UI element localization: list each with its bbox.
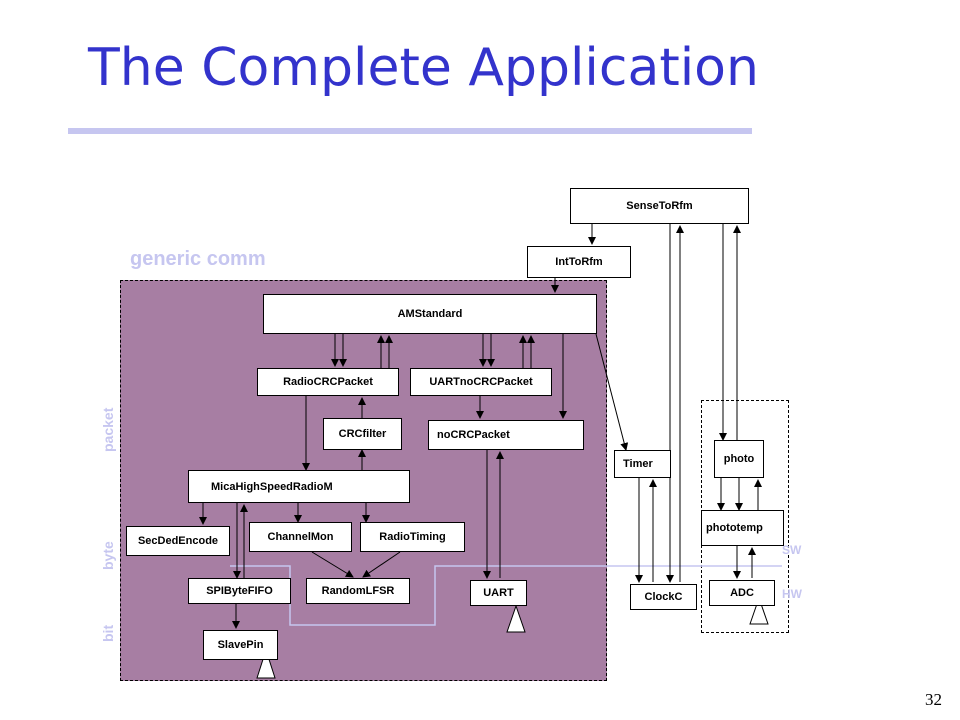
sw-label: SW — [782, 543, 802, 557]
radio-timing-component: RadioTiming — [360, 522, 465, 552]
timer-component: Timer — [614, 450, 671, 478]
radio-hardware-triangle — [256, 648, 276, 679]
uart-hardware-triangle — [506, 604, 526, 633]
spi-byte-fifo-component: SPIByteFIFO — [188, 578, 291, 604]
uart-component: UART — [470, 580, 527, 606]
uart-no-crc-packet-component: UARTnoCRCPacket — [410, 368, 552, 396]
hw-label: HW — [782, 587, 802, 601]
adc-hardware-triangle — [749, 596, 769, 625]
channel-mon-component: ChannelMon — [249, 522, 352, 552]
int-to-rfm-component: IntToRfm — [527, 246, 631, 278]
am-standard-component: AMStandard — [263, 294, 597, 334]
slide-title: The Complete Application — [88, 38, 759, 98]
sec-ded-encode-component: SecDedEncode — [126, 526, 230, 556]
crc-filter-component: CRCfilter — [323, 418, 402, 450]
mica-high-speed-radio-m-component: MicaHighSpeedRadioM — [188, 470, 410, 503]
sw-hw-boundary-line — [230, 565, 782, 626]
clock-c-component: ClockC — [630, 584, 697, 610]
generic-comm-label: generic comm — [130, 248, 266, 270]
photo-component: photo — [714, 440, 764, 478]
adc-component: ADC — [709, 580, 775, 606]
page-number: 32 — [925, 690, 942, 709]
sense-to-rfm-component: SenseToRfm — [570, 188, 749, 224]
random-lfsr-component: RandomLFSR — [306, 578, 410, 604]
no-crc-packet-component: noCRCPacket — [428, 420, 584, 450]
title-underline — [68, 128, 752, 134]
radio-crc-packet-component: RadioCRCPacket — [257, 368, 399, 396]
phototemp-component: phototemp — [701, 510, 784, 546]
slave-pin-component: SlavePin — [203, 630, 278, 660]
